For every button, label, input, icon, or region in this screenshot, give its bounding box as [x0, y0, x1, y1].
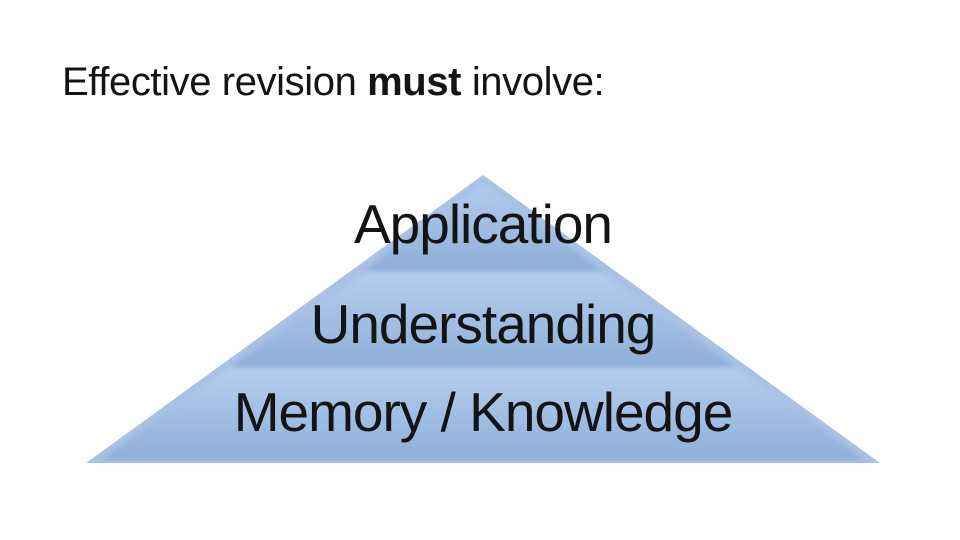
- pyramid-level-3-label: Memory / Knowledge: [233, 381, 734, 443]
- pyramid-level-2-shape: [230, 271, 736, 367]
- slide-title-emphasis: must: [367, 60, 462, 104]
- pyramid-level-1-shape: [363, 184, 603, 271]
- slide-title-prefix: Effective revision: [62, 60, 368, 104]
- pyramid-level-1-label: Application: [353, 193, 613, 255]
- slide-title-suffix: involve:: [461, 60, 605, 104]
- slide-title: Effective revision must involve:: [62, 60, 605, 104]
- pyramid-level-2-label: Understanding: [310, 293, 657, 355]
- pyramid-level-3-shape: [101, 367, 865, 460]
